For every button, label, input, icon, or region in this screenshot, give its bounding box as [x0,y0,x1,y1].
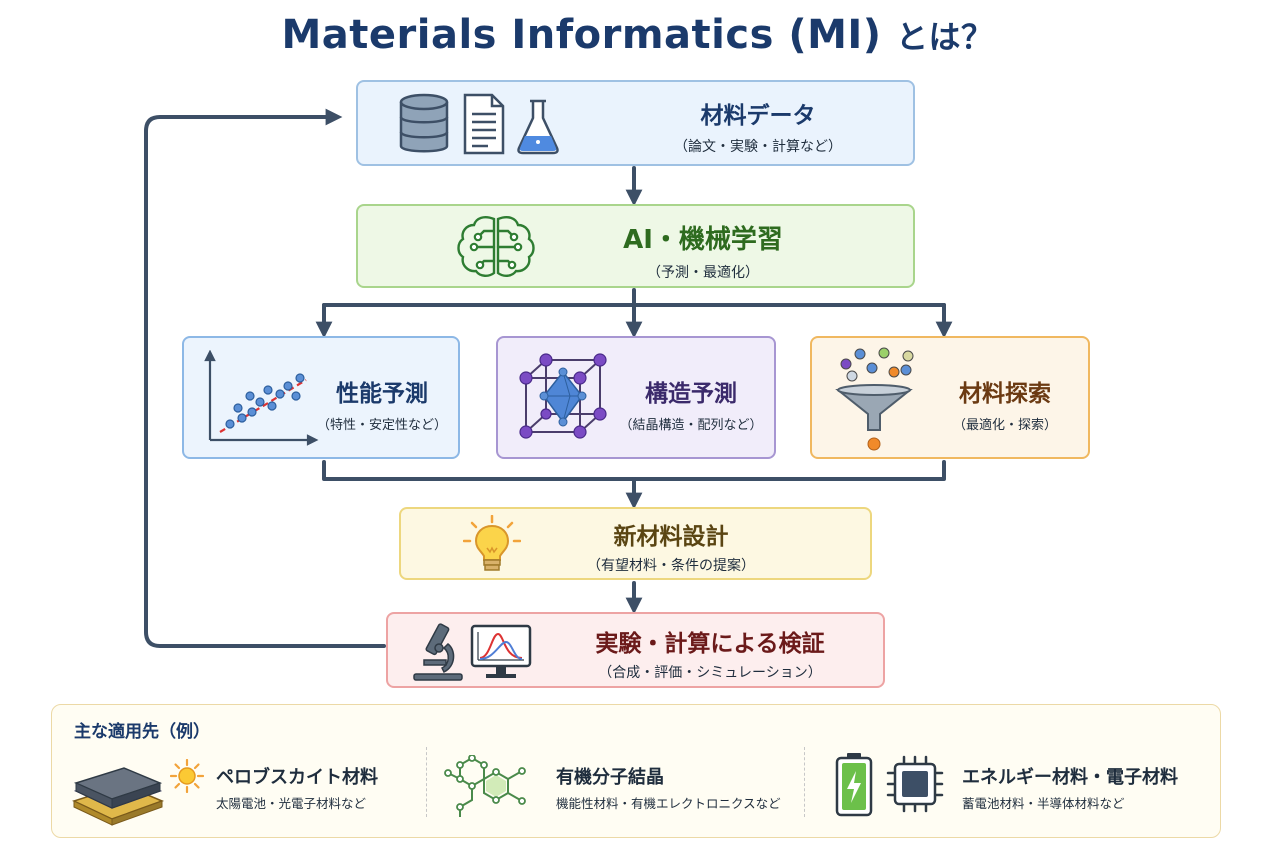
title-main: Materials Informatics (MI) [281,12,896,58]
branch-line [322,288,946,307]
box-material-search-subtitle: （最適化・探索） [952,418,1057,433]
box-material-data-title: 材料データ [700,103,816,129]
database-icon [399,93,449,153]
box-new-material-design-subtitle: （有望材料・条件の提案） [587,558,755,574]
document-icon [463,93,505,155]
flask-icon [517,99,559,155]
box-performance-prediction-title: 性能予測 [336,381,428,407]
box-performance-prediction: 性能予測 （特性・安定性など） [182,336,460,459]
divider [804,747,805,817]
box-verification-title: 実験・計算による検証 [595,631,825,657]
box-material-data-subtitle: （論文・実験・計算など） [674,139,842,155]
box-ai-ml: AI・機械学習 （予測・最適化） [356,204,915,288]
box-verification-subtitle: （合成・評価・シミュレーション） [598,665,822,681]
sun-icon [170,759,204,793]
application-item: 有機分子結晶 機能性材料・有機エレクトロニクスなど [444,747,804,827]
box-structure-prediction-title: 構造予測 [645,381,737,407]
feedback-loop [144,108,386,648]
box-performance-prediction-subtitle: （特性・安定性など） [316,418,447,433]
scatter-plot-icon [204,350,319,446]
application-subtitle: 蓄電池材料・半導体材料など [962,796,1125,811]
solar-cell-icon [71,767,165,826]
chip-icon [886,755,944,813]
application-title: ペロブスカイト材料 [216,767,378,788]
molecule-icon [444,755,526,817]
monitor-chart-icon [470,624,532,678]
box-ai-ml-subtitle: （予測・最適化） [647,265,759,281]
box-material-search: 材料探索 （最適化・探索） [810,336,1090,459]
page-title: Materials Informatics (MI) とは？ [0,12,1275,58]
box-ai-ml-title: AI・機械学習 [623,225,783,255]
application-title: 有機分子結晶 [556,767,664,788]
applications-panel: 主な適用先（例） ペロブスカイト材料 太陽電池・光電子材料など [51,704,1221,838]
applications-title: 主な適用先（例） [74,722,210,742]
application-subtitle: 太陽電池・光電子材料など [216,796,367,811]
merge-line [322,460,946,481]
box-structure-prediction: 構造予測 （結晶構造・配列など） [496,336,776,459]
divider [426,747,427,817]
application-item: ペロブスカイト材料 太陽電池・光電子材料など [70,747,410,827]
battery-icon [835,753,873,817]
title-suffix: とは？ [896,18,994,56]
crystal-lattice-icon [519,353,607,439]
application-item: エネルギー材料・電子材料 蓄電池材料・半導体材料など [834,747,1214,827]
application-title: エネルギー材料・電子材料 [962,767,1178,788]
box-new-material-design: 新材料設計 （有望材料・条件の提案） [399,507,872,580]
lightbulb-icon [463,515,521,571]
application-subtitle: 機能性材料・有機エレクトロニクスなど [556,796,781,811]
microscope-icon [413,623,463,681]
funnel-icon [835,347,914,451]
box-new-material-design-title: 新材料設計 [613,524,729,550]
box-structure-prediction-subtitle: （結晶構造・配列など） [619,418,763,433]
brain-circuit-icon [457,216,535,277]
box-material-search-title: 材料探索 [959,381,1051,407]
box-material-data: 材料データ （論文・実験・計算など） [356,80,915,166]
box-verification: 実験・計算による検証 （合成・評価・シミュレーション） [386,612,885,688]
